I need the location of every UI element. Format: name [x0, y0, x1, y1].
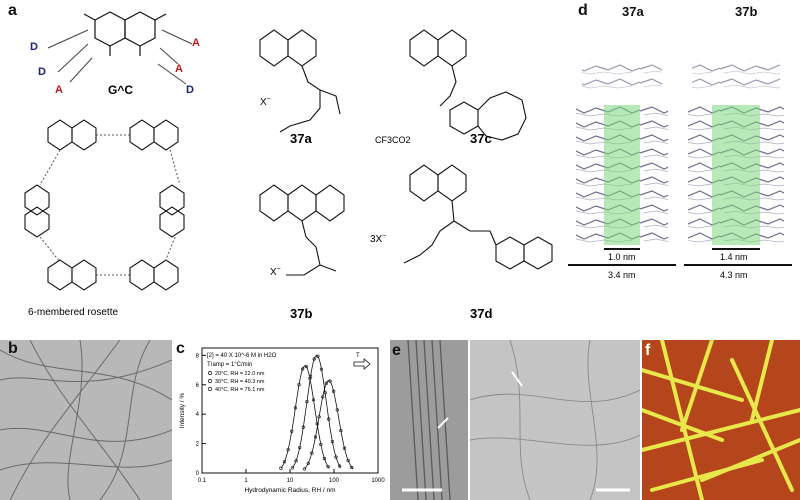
x-tick-label: 1: [244, 478, 248, 484]
x-tick-label: 1000: [371, 478, 385, 484]
panel-letter-e: e: [392, 342, 401, 359]
panel-letter-c: c: [176, 340, 185, 357]
label-37a: 37a: [290, 131, 312, 146]
arrow-e-right: [511, 371, 523, 387]
legend-marker-0: [208, 371, 212, 375]
panel-e-tem-left: [390, 340, 468, 500]
y-tick-label: 4: [196, 412, 200, 418]
x-tick-label: 10: [287, 478, 294, 484]
panel-letter-a: a: [8, 2, 17, 19]
inner-width-37b: 1.4 nm: [720, 252, 748, 262]
series-line-2: [304, 379, 354, 470]
counterion-37d: 3X−: [370, 233, 386, 245]
series-line-0: [280, 365, 330, 469]
inner-width-37a: 1.0 nm: [608, 252, 636, 262]
legend-marker-2: [208, 387, 212, 391]
panel-letter-b: b: [8, 340, 18, 357]
rosette-structure: [24, 119, 185, 291]
acceptor-label-2: A: [192, 37, 200, 49]
channel-37b: [712, 105, 760, 245]
panel-letter-f: f: [645, 342, 651, 359]
x-tick-label: 100: [329, 478, 340, 484]
nanotube-stacks: 1.0 nm 3.4 nm 1.4 nm 4.3 nm: [568, 60, 792, 280]
legend-entry-0: 20°C, RH = 22.0 nm: [215, 371, 265, 377]
annotation-ramp: Tramp = 1°C/min: [207, 362, 252, 368]
y-tick-label: 2: [196, 442, 200, 448]
label-37d: 37d: [470, 306, 492, 321]
gc-base-structure: [83, 11, 167, 56]
panel-e-tem-right: [470, 340, 640, 500]
legend-entry-1: 30°C, RH = 40.3 nm: [215, 379, 265, 385]
label-37b: 37b: [290, 306, 312, 321]
panel-b-tem-image: [0, 340, 172, 500]
y-tick-label: 0: [196, 471, 200, 477]
y-axis-label: Intensity / %: [179, 393, 186, 429]
compound-structures: X− 37a CF3CO2 37c X− 37b 3X− 37d: [259, 29, 553, 321]
compound-37b-drawing: [259, 184, 345, 276]
label-d-37a: 37a: [622, 4, 644, 19]
rosette-caption: 6-membered rosette: [28, 307, 118, 318]
label-37c: 37c: [470, 131, 492, 146]
tfa-counterion: CF3CO2: [375, 135, 411, 145]
floating-layer-37b: [692, 60, 780, 90]
acceptor-label-1: A: [55, 84, 63, 96]
arrow-e-left: [437, 417, 449, 429]
x-tick-label: 0.1: [198, 478, 207, 484]
donor-acceptor-arrows: [47, 29, 193, 85]
panel-f-afm-image: [642, 340, 800, 500]
outer-width-37a: 3.4 nm: [608, 270, 636, 280]
y-tick-label: 8: [196, 353, 200, 359]
y-tick-label: 6: [196, 383, 200, 389]
counterion-37b: X−: [270, 266, 281, 278]
temperature-arrow-label: T: [356, 353, 360, 359]
channel-37a: [604, 105, 640, 245]
legend-marker-1: [208, 379, 212, 383]
panel-letter-d: d: [578, 2, 588, 19]
temperature-arrow: [353, 358, 371, 370]
acceptor-label-3: A: [175, 63, 183, 75]
donor-label-3: D: [186, 84, 194, 96]
annotation-concentration: [2] = 40 X 10^-6 M in H2O: [207, 353, 277, 359]
legend-entry-2: 40°C, RH = 76.1 nm: [215, 387, 265, 393]
donor-label-1: D: [30, 41, 38, 53]
x-axis-label: Hydrodynamic Radius, RH / nm: [244, 487, 335, 494]
series-line-1: [292, 354, 342, 469]
counterion-37a: X−: [260, 96, 271, 108]
floating-layer-37a: [582, 60, 662, 90]
label-d-37b: 37b: [735, 4, 758, 19]
outer-width-37b: 4.3 nm: [720, 270, 748, 280]
hydrogen-bonds: [39, 134, 181, 276]
panel-d-models: 37a 37b 1.0 nm 3.4 nm 1.4 nm 4.3 nm: [560, 0, 800, 300]
donor-label-2: D: [38, 66, 46, 78]
compound-37c-drawing: [409, 29, 527, 141]
gc-rosette-figure: D D A A A D G^C: [24, 11, 200, 318]
gc-motif-label: G^C: [108, 83, 133, 97]
compound-37a-drawing: [259, 29, 341, 133]
compound-37d-drawing: [403, 164, 553, 270]
